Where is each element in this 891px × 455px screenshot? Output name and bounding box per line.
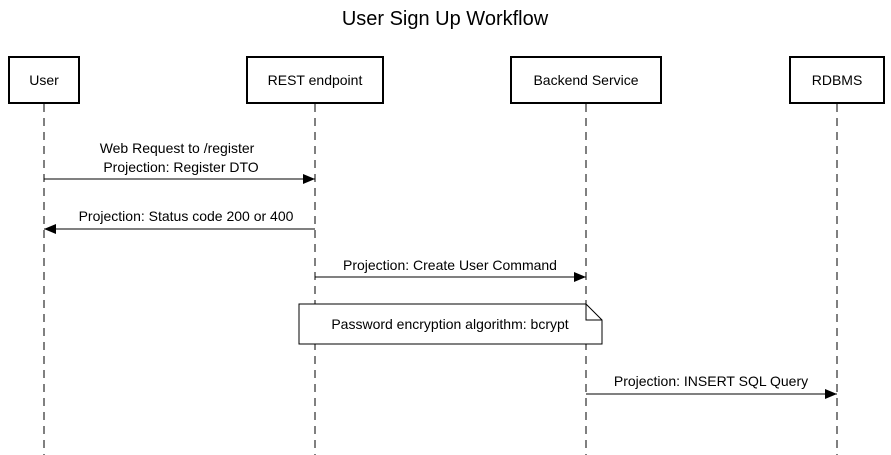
- participant-rest: REST endpoint: [246, 56, 384, 104]
- message-label-line: Projection: Register DTO: [103, 159, 258, 175]
- note-text: Password encryption algorithm: bcrypt: [331, 316, 568, 332]
- participant-user-label: User: [29, 72, 59, 88]
- lifelines: [43, 104, 838, 455]
- participant-rest-label: REST endpoint: [268, 72, 363, 88]
- message-register-request: Web Request to /register Projection: Reg…: [44, 140, 315, 184]
- message-create-user-command: Projection: Create User Command: [315, 257, 586, 282]
- participant-rdbms-label: RDBMS: [812, 72, 863, 88]
- diagram-title: User Sign Up Workflow: [342, 8, 549, 30]
- note-box: Password encryption algorithm: bcrypt: [298, 303, 603, 345]
- message-status-response: Projection: Status code 200 or 400: [44, 208, 315, 234]
- participant-backend-label: Backend Service: [533, 72, 638, 88]
- message-insert-sql: Projection: INSERT SQL Query: [586, 373, 837, 399]
- message-label-line: Projection: Status code 200 or 400: [79, 208, 294, 224]
- participant-backend: Backend Service: [510, 56, 662, 104]
- message-label-line: Projection: INSERT SQL Query: [614, 373, 808, 389]
- participant-rdbms: RDBMS: [789, 56, 885, 104]
- participant-user: User: [8, 56, 80, 104]
- message-label-line: Projection: Create User Command: [343, 257, 557, 273]
- message-label-line: Web Request to /register: [100, 140, 255, 156]
